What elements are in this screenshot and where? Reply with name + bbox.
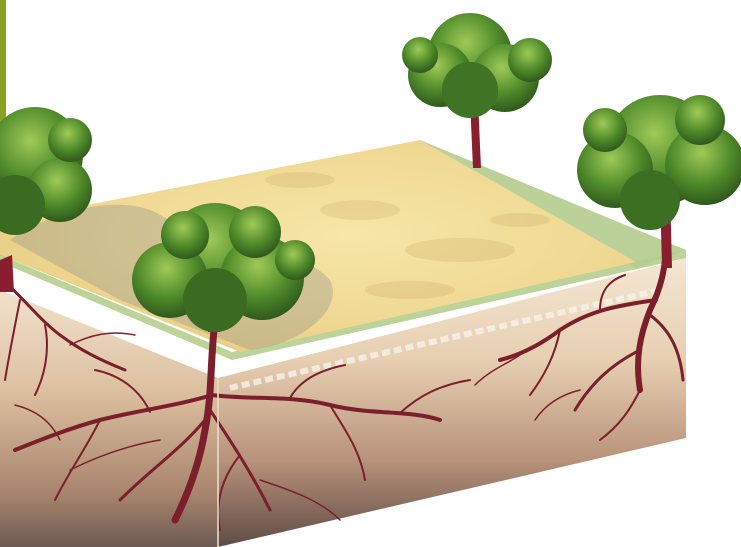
tree-trunk-left xyxy=(0,255,14,292)
tree-canopy-left xyxy=(0,107,92,235)
tree-canopy-right xyxy=(577,95,741,230)
tree-canopy-back xyxy=(402,13,552,118)
